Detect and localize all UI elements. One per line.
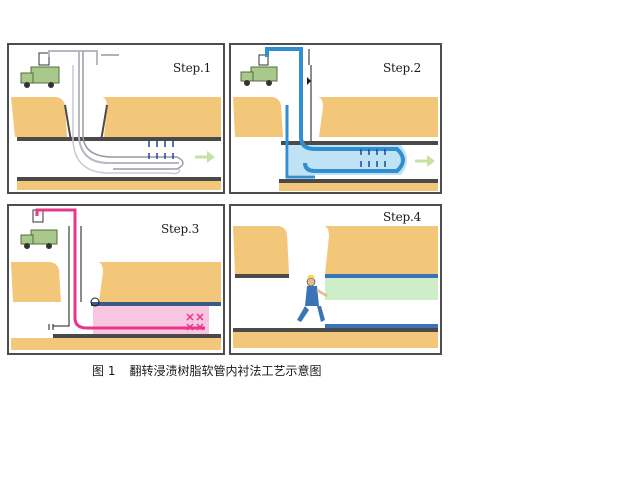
ground-bottom xyxy=(17,181,221,190)
step-3-diagram xyxy=(11,208,221,350)
worker-icon xyxy=(297,275,328,322)
pipe-top-wall xyxy=(17,137,221,141)
figure-caption: 图 1 翻转浸渍树脂软管内衬法工艺示意图 xyxy=(92,362,321,379)
truck-icon xyxy=(240,54,278,86)
step-label: Step.1 xyxy=(173,61,212,75)
step-1-panel: Step.1 xyxy=(7,43,225,194)
caption-text: 翻转浸渍树脂软管内衬法工艺示意图 xyxy=(129,364,322,378)
liner-fill xyxy=(93,306,209,334)
step-label: Step.3 xyxy=(161,222,200,236)
pipe-bottom-wall xyxy=(17,177,221,181)
step-1-diagram xyxy=(11,50,221,190)
step-label: Step.2 xyxy=(383,61,422,75)
liner-fill xyxy=(325,278,438,300)
step-4-panel: Step.4 xyxy=(229,204,442,355)
step-2-panel: Step.2 xyxy=(229,43,442,194)
step-label: Step.4 xyxy=(383,210,422,224)
step-2-diagram xyxy=(233,47,438,191)
ground-right xyxy=(101,97,221,137)
step-3-panel: Step.3 xyxy=(7,204,225,355)
truck-icon xyxy=(20,209,58,249)
ground-left xyxy=(11,97,67,137)
caption-number: 图 1 xyxy=(92,364,116,378)
liner-top xyxy=(325,274,438,278)
liner-bottom xyxy=(325,324,438,328)
step-4-diagram xyxy=(233,226,438,348)
process-figure: Step.1 xyxy=(0,40,448,385)
truck-icon xyxy=(20,52,60,88)
